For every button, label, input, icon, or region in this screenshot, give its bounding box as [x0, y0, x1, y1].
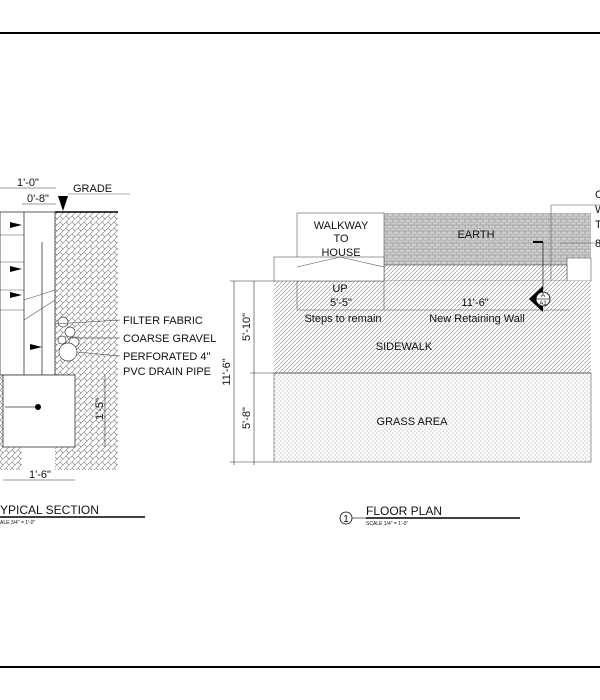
earth-label: EARTH: [457, 229, 494, 241]
typical-section: GRADE 1'-0" 0'-8" FILTER FABRIC COARSE G…: [0, 177, 216, 526]
section-scale: ALE 3/4" = 1'-0": [0, 520, 35, 526]
wall-label: New Retaining Wall: [429, 313, 525, 325]
drain-label-2: PVC DRAIN PIPE: [123, 366, 211, 378]
grass-label: GRASS AREA: [377, 416, 449, 428]
retaining-wall: [0, 211, 56, 376]
edge-label-t: T: [595, 219, 600, 231]
section-marker-top: A: [541, 293, 545, 299]
walkway-label-1: WALKWAY: [314, 220, 369, 232]
earth-area: [384, 213, 591, 265]
drain-label-1: PERFORATED 4": [123, 351, 211, 363]
grass-area: [273, 372, 592, 463]
dim-sidewalk: 5'-10": [241, 313, 253, 341]
section-marker-bottom: A1: [539, 301, 547, 307]
coarse-gravel-label: COARSE GRAVEL: [123, 333, 216, 345]
grade-marker-icon: [58, 196, 68, 211]
section-marker-icon: A A1: [529, 241, 551, 312]
plan-title: FLOOR PLAN: [366, 504, 442, 518]
dim-footing-w: 1'-6": [29, 469, 51, 481]
edge-label-c: C: [595, 189, 600, 201]
retaining-wall-plan: [383, 264, 568, 282]
drain-pipe: [58, 342, 78, 362]
dim-inner: 0'-8": [27, 193, 49, 205]
edge-label-8: 8: [595, 238, 600, 250]
dim-footing-h: 1'-5": [94, 398, 106, 420]
sidewalk-label: SIDEWALK: [376, 341, 433, 353]
steps: [273, 256, 385, 282]
plan-scale: SCALE 1/4" = 1'-0": [366, 521, 408, 527]
dim-total: 11'-6": [221, 358, 233, 385]
up-label: UP: [332, 283, 347, 295]
grade-label: GRADE: [73, 183, 112, 195]
filter-fabric-label: FILTER FABRIC: [123, 315, 203, 327]
steps-label: Steps to remain: [304, 313, 381, 325]
dim-top: 1'-0": [17, 177, 39, 189]
gravel-drain: [57, 316, 80, 362]
dim-grass: 5'-8": [241, 407, 253, 429]
dim-steps: 5'-5": [330, 297, 352, 309]
section-title: YPICAL SECTION: [0, 503, 99, 517]
footing: [2, 374, 76, 448]
dim-wall: 11'-6": [461, 297, 488, 309]
edge-label-w: W: [595, 204, 600, 216]
plan-number: 1: [343, 514, 349, 525]
floor-plan: WALKWAY TO HOUSE EARTH UP 5'-5" 11'-6" S…: [221, 189, 600, 527]
walkway-label-3: HOUSE: [321, 247, 360, 259]
walkway-label-2: TO: [333, 233, 349, 245]
